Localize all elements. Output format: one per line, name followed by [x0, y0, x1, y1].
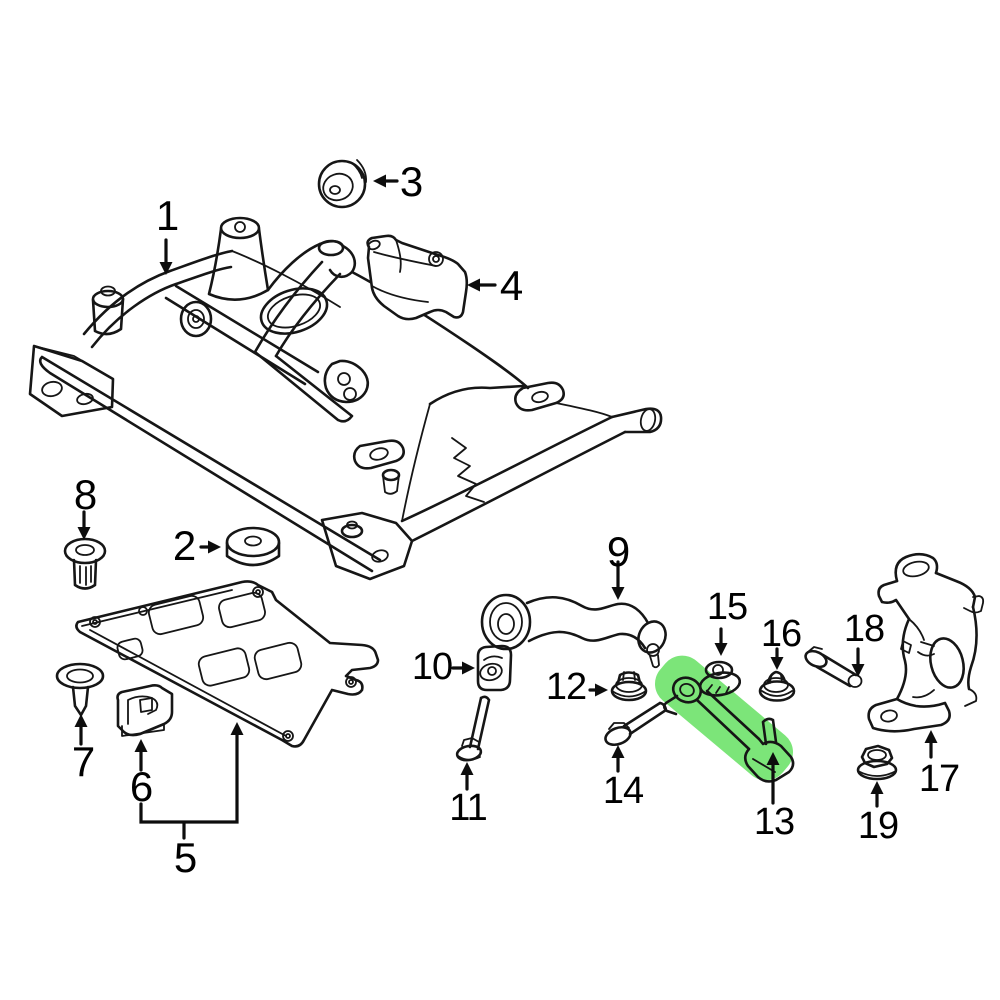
callout-11-label: 11 — [449, 787, 487, 829]
callout-leaders — [74, 174, 938, 840]
callout-9-label: 9 — [606, 528, 630, 575]
callout-19-label: 19 — [857, 805, 899, 847]
callout-17-label: 17 — [918, 758, 960, 800]
part-skid-plate — [75, 580, 380, 748]
callout-4-label: 4 — [499, 262, 523, 309]
callout-3-label: 3 — [399, 158, 423, 205]
callout-12-label: 12 — [545, 666, 587, 708]
callout-18-label: 18 — [843, 608, 885, 650]
callout-1-label: 1 — [155, 192, 179, 239]
part-lock-nut-12 — [610, 671, 648, 702]
highlight-band[interactable] — [646, 647, 802, 790]
callout-14-label: 14 — [602, 770, 644, 812]
part-steering-knuckle — [867, 552, 985, 733]
part-subframe — [28, 216, 663, 581]
part-clamp-bracket — [116, 684, 174, 737]
part-lock-nut-15 — [698, 660, 742, 697]
part-lock-nut-16 — [758, 670, 796, 702]
callout-13-arrowhead — [766, 752, 780, 765]
callout-15-label: 15 — [706, 586, 748, 628]
callout-6-label: 6 — [129, 763, 153, 810]
callout-8-label: 8 — [73, 471, 97, 518]
part-heat-shield — [366, 234, 469, 321]
part-control-arm-highlighted[interactable] — [662, 674, 795, 783]
part-push-rivet — [55, 662, 105, 717]
part-bushing-puck — [225, 526, 281, 567]
part-flange-nut-19 — [856, 744, 898, 781]
part-bolt-18 — [804, 646, 863, 688]
part-control-arm-tension-strut — [480, 593, 667, 669]
callout-7-label: 7 — [71, 738, 95, 785]
callout-16-label: 16 — [760, 613, 802, 655]
callout-2-label: 2 — [172, 522, 196, 569]
callout-5-label: 5 — [173, 834, 197, 881]
highlight-band-rect[interactable] — [646, 647, 802, 790]
callout-13-label: 13 — [753, 801, 795, 843]
part-bushing-small — [476, 644, 513, 692]
part-bolt-14 — [604, 701, 668, 747]
part-sleeve-nut — [63, 537, 107, 590]
part-round-mount — [317, 159, 367, 209]
callout-10-label: 10 — [411, 646, 453, 688]
part-bolt-11 — [455, 695, 491, 762]
